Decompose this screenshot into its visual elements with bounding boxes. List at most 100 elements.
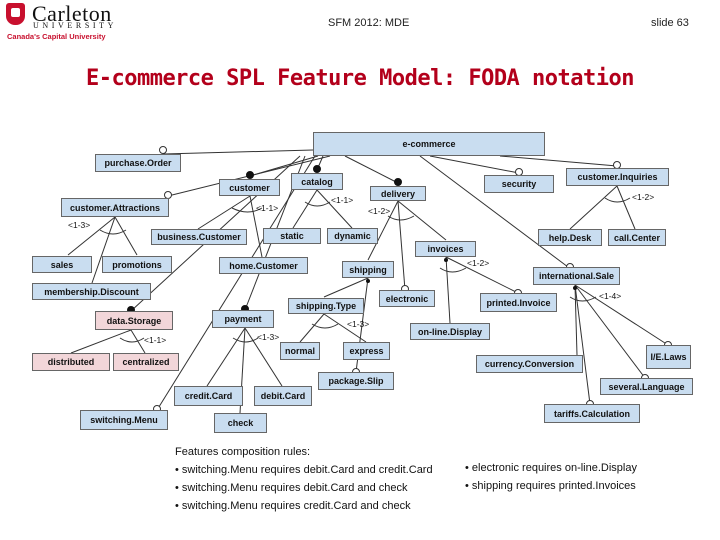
feature-invoices: invoices xyxy=(415,241,476,257)
feature-electronic: electronic xyxy=(379,290,435,307)
feature-catalog: catalog xyxy=(291,173,343,190)
arc-customer xyxy=(231,207,263,213)
edge-root-internationalsale xyxy=(419,155,569,268)
feature-static: static xyxy=(263,228,321,244)
feature-call-center: call.Center xyxy=(608,229,666,246)
edge-root-purchaseorder xyxy=(162,149,314,155)
cardinality-shipping-type: <1-3> xyxy=(347,319,370,329)
arc-storage xyxy=(119,337,145,343)
feature-membership-discount: membership.Discount xyxy=(32,283,151,300)
edge-payment-debitcard xyxy=(244,327,283,387)
arc-attractions xyxy=(99,229,127,235)
feature-purchase-order: purchase.Order xyxy=(95,154,181,172)
edge-root-inquiries xyxy=(499,155,618,167)
edge-intl-tariffs xyxy=(574,284,591,405)
logo-name: Carleton xyxy=(32,1,112,26)
feature-customer-attractions: customer.Attractions xyxy=(61,198,169,217)
edge-delivery-shipping xyxy=(367,200,399,261)
logo-tagline: Canada's Capital University xyxy=(7,32,106,41)
feature-several-language: several.Language xyxy=(600,378,693,395)
slide-title: E-commerce SPL Feature Model: FODA notat… xyxy=(85,66,635,91)
edge-invoices-printed xyxy=(445,256,519,294)
feature-delivery: delivery xyxy=(370,186,426,201)
feature-printed-invoice: printed.Invoice xyxy=(480,293,557,312)
edge-catalog-dynamic xyxy=(316,189,353,229)
feature-home-customer: home.Customer xyxy=(219,257,308,274)
rule-item: • switching.Menu requires credit.Card an… xyxy=(175,500,411,512)
cardinality-customer: <1-1> xyxy=(256,203,279,213)
edge-inquiries-helpdesk xyxy=(569,185,618,230)
feature-credit-card: credit.Card xyxy=(174,386,243,406)
feature-customer-inquiries: customer.Inquiries xyxy=(566,168,669,186)
edge-intl-currency xyxy=(574,284,578,356)
edge-shipping-shippingtype xyxy=(323,277,369,298)
edge-customer-home xyxy=(249,195,263,258)
arc-shippingtype xyxy=(311,323,339,329)
cardinality-international-sale: <1-4> xyxy=(599,291,622,301)
mandatory-marker-delivery xyxy=(394,178,402,186)
feature-data-storage: data.Storage xyxy=(95,311,173,330)
rule-item: • electronic requires on-line.Display xyxy=(465,462,637,474)
arc-internationalsale xyxy=(569,296,597,302)
feature-payment: payment xyxy=(212,310,274,328)
edge-root-switchingmenu xyxy=(156,155,316,411)
feature-ecommerce: e-commerce xyxy=(313,132,545,156)
cardinality-invoices: <1-2> xyxy=(467,258,490,268)
edge-invoices-onlinedisplay xyxy=(445,256,451,324)
arc-invoices xyxy=(439,267,467,273)
composition-rules-left: • switching.Menu requires debit.Card and… xyxy=(175,461,433,515)
feature-check: check xyxy=(214,413,267,433)
feature-shipping-type: shipping.Type xyxy=(288,298,364,314)
feature-tariffs-calculation: tariffs.Calculation xyxy=(544,404,640,423)
feature-sales: sales xyxy=(32,256,92,273)
optional-marker-purchaseorder xyxy=(159,146,167,154)
cardinality-delivery: <1-2> xyxy=(368,206,391,216)
edge-storage-distributed xyxy=(70,329,132,354)
slide-number: slide 63 xyxy=(651,17,689,29)
edge-attractions-membership xyxy=(91,216,116,284)
mandatory-marker-catalog xyxy=(313,165,321,173)
cardinality-customer-attractions: <1-3> xyxy=(68,220,91,230)
edge-delivery-electronic xyxy=(397,200,406,291)
edge-intl-ielaws xyxy=(574,284,669,346)
feature-ie-laws: I/E.Laws xyxy=(646,345,691,369)
edge-inquiries-callcenter xyxy=(616,185,636,230)
edge-attractions-sales xyxy=(67,216,116,256)
feature-dynamic: dynamic xyxy=(327,228,378,244)
arc-delivery xyxy=(387,215,415,221)
feature-centralized: centralized xyxy=(113,353,179,371)
edge-catalog-static xyxy=(292,189,318,229)
feature-business-customer: business.Customer xyxy=(151,229,247,245)
composition-rules-right: • electronic requires on-line.Display • … xyxy=(465,459,637,495)
logo-university: UNIVERSITY xyxy=(33,21,117,30)
feature-package-slip: package.Slip xyxy=(318,372,394,390)
feature-security: security xyxy=(484,175,554,193)
rule-item: • switching.Menu requires debit.Card and… xyxy=(175,464,433,476)
course-label: SFM 2012: MDE xyxy=(328,17,410,29)
junction-dot-invoices xyxy=(444,258,448,262)
feature-switching-menu: switching.Menu xyxy=(80,410,168,430)
arc-inquiries xyxy=(604,197,631,203)
mandatory-marker-customer xyxy=(246,171,254,179)
cardinality-data-storage: <1-1> xyxy=(144,335,167,345)
junction-dot-shipping xyxy=(366,279,370,283)
feature-help-desk: help.Desk xyxy=(538,229,602,246)
arc-catalog xyxy=(304,201,331,207)
edge-root-delivery xyxy=(344,155,399,184)
edge-attractions-promotions xyxy=(114,216,138,256)
edge-shippingtype-normal xyxy=(299,313,325,343)
feature-international-sale: international.Sale xyxy=(533,267,620,285)
edge-delivery-invoices xyxy=(397,200,447,241)
rule-item: • switching.Menu requires debit.Card and… xyxy=(175,482,408,494)
arc-payment xyxy=(232,337,259,343)
edge-customer-business xyxy=(197,195,251,230)
edge-shippingtype-express xyxy=(323,313,367,343)
cardinality-payment: <1-3> xyxy=(257,332,280,342)
cardinality-customer-inquiries: <1-2> xyxy=(632,192,655,202)
feature-customer: customer xyxy=(219,179,280,196)
feature-online-display: on-line.Display xyxy=(410,323,490,340)
feature-normal: normal xyxy=(280,342,320,360)
feature-promotions: promotions xyxy=(102,256,172,273)
cardinality-catalog: <1-1> xyxy=(331,195,354,205)
feature-shipping: shipping xyxy=(342,261,394,278)
